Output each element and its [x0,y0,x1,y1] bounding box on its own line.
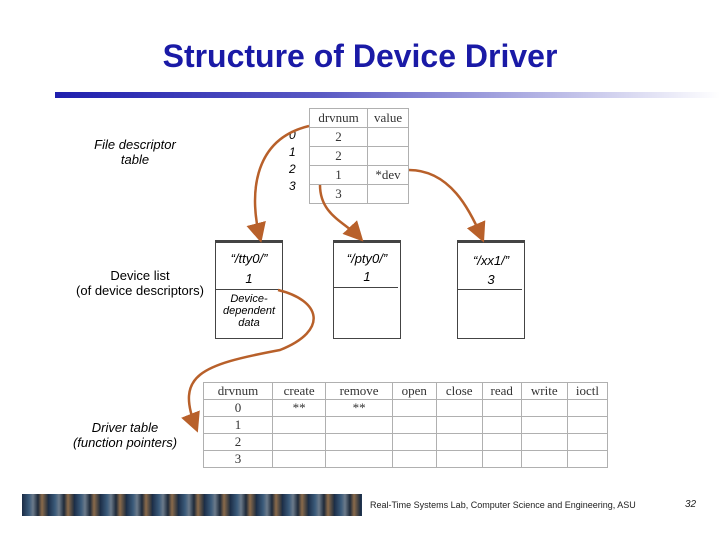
fd-table-label: File descriptor table [80,137,190,167]
device-divider [216,289,280,290]
device-drvnum: 3 [487,272,495,287]
drv-cell: ** [325,399,393,417]
page-number: 32 [685,499,697,510]
value-to-xx1-arrow [408,168,486,243]
table-row: 3 [308,184,409,204]
drv-cell [566,450,609,468]
drv-cell [271,450,327,468]
device-extra-line: Device- [230,293,268,305]
table-row: 2 [203,433,609,451]
device-extra-line: data [238,317,260,329]
fd-table-label-line2: table [120,152,150,167]
device-name: “/pty0/” [346,251,388,266]
fd-index-1: 1 [289,145,296,159]
table-row: 1 [203,416,609,434]
table-row: 1 *dev [308,165,409,185]
device-list-label-line2: (of device descriptors) [76,283,204,298]
tty0-to-driver-arrow [181,288,315,433]
device-list-label: Device list (of device descriptors) [60,268,220,298]
driver-table: drvnum create remove open close read wri… [203,382,609,468]
device-descriptor-pty0: “/pty0/” 1 [333,240,401,339]
fd-index-3: 3 [289,179,296,193]
footer-banner-image [22,494,362,516]
fd0-to-tty0-arrow [246,124,310,243]
driver-table-header-row: drvnum create remove open close read wri… [203,382,609,400]
drv-header-create: create [271,382,327,400]
driver-table-label: Driver table (function pointers) [55,420,195,450]
fd2-to-pty0-arrow [318,184,364,242]
drv-cell [435,450,483,468]
fd-cell-value [367,184,409,204]
device-drvnum: 1 [363,269,371,284]
device-divider [458,289,522,290]
table-row: 3 [203,450,609,468]
fd-index-0: 0 [289,128,296,142]
device-name: “/tty0/” [230,251,268,266]
device-extra-line: dependent [223,305,275,317]
fd-cell-drvnum: 3 [308,184,369,204]
table-row: 0 ** ** [203,399,609,417]
fd-cell-value: *dev [367,165,409,185]
device-dependent-data: Device- dependent data [216,293,282,329]
device-name: “/xx1/” [472,253,510,268]
fd-header-drvnum: drvnum [308,108,369,128]
footer-text: Real-Time Systems Lab, Computer Science … [370,500,636,510]
driver-table-label-line1: Driver table [91,420,159,435]
device-list-label-line1: Device list [110,268,170,283]
fd-index-2: 2 [289,162,296,176]
driver-table-label-line2: (function pointers) [72,435,178,450]
device-descriptor-tty0: “/tty0/” 1 Device- dependent data [215,240,283,339]
fd-table-label-line1: File descriptor [94,137,176,152]
device-descriptor-xx1: “/xx1/” 3 [457,240,525,339]
device-drvnum: 1 [245,271,253,286]
fd-table: drvnum value 2 2 1 *dev 3 [308,108,409,204]
device-divider [334,287,398,288]
slide-title: Structure of Device Driver [162,38,558,74]
title-underline-bar [55,92,720,98]
